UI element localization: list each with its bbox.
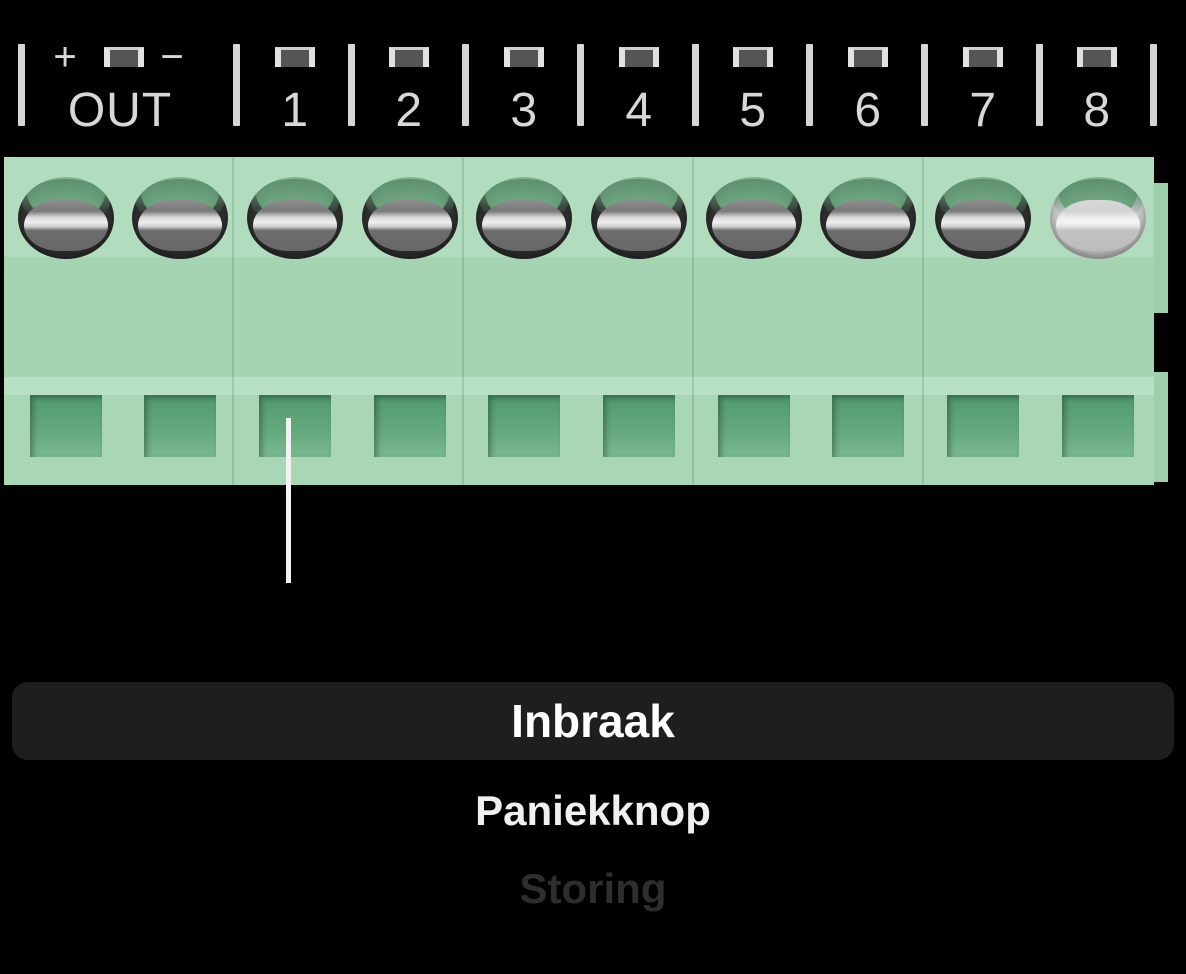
wire-port-2[interactable]: [374, 395, 446, 457]
legend-number-3: 3: [510, 84, 538, 137]
screw-head: [137, 199, 223, 251]
polarity-plus-symbol: +: [53, 35, 77, 79]
terminal-screw-3[interactable]: [476, 177, 572, 259]
picker-option-selected[interactable]: Inbraak: [511, 695, 675, 747]
terminal-screw-7[interactable]: [935, 177, 1031, 259]
terminal-block: [4, 157, 1168, 485]
legend-number-1: 1: [281, 84, 309, 137]
legend-number-4: 4: [625, 84, 653, 137]
legend-number-2: 2: [395, 84, 423, 137]
wire-port-8[interactable]: [1062, 395, 1134, 457]
screw-head: [481, 199, 567, 251]
legend-divider: [921, 44, 928, 126]
screw-head: [596, 199, 682, 251]
terminal-screw-8[interactable]: [1050, 177, 1146, 259]
legend-number-8: 8: [1083, 84, 1111, 137]
terminal-screw-out-plus[interactable]: [18, 177, 114, 259]
legend-divider: [348, 44, 355, 126]
block-band-light: [4, 377, 1154, 395]
wire-port-4[interactable]: [603, 395, 675, 457]
block-seam: [462, 157, 464, 485]
screw-head: [825, 199, 911, 251]
block-mounting-tab: [1154, 183, 1168, 313]
legend-divider: [692, 44, 699, 126]
legend-divider: [1036, 44, 1043, 126]
legend-mark-2: [389, 47, 429, 67]
legend-mark-out: [104, 47, 144, 67]
block-seam: [232, 157, 234, 485]
wire-port-5[interactable]: [718, 395, 790, 457]
terminal-screw-1[interactable]: [247, 177, 343, 259]
screw-head: [940, 199, 1026, 251]
legend-number-7: 7: [969, 84, 997, 137]
wire-port-7[interactable]: [947, 395, 1019, 457]
terminal-screw-5[interactable]: [706, 177, 802, 259]
screw-head: [23, 199, 109, 251]
legend-mark-5: [733, 47, 773, 67]
picker-selection-highlight: [12, 682, 1174, 760]
block-band-middle: [4, 257, 1154, 377]
block-mounting-tab: [1154, 372, 1168, 482]
screw-head: [1055, 199, 1141, 251]
legend-divider: [18, 44, 25, 126]
legend-mark-3: [504, 47, 544, 67]
terminal-screw-2[interactable]: [362, 177, 458, 259]
legend-divider: [806, 44, 813, 126]
wire-port-1[interactable]: [259, 395, 331, 457]
block-seam: [922, 157, 924, 485]
screw-head: [367, 199, 453, 251]
legend-mark-8: [1077, 47, 1117, 67]
block-seam: [692, 157, 694, 485]
zone-type-picker[interactable]: Inbraak Paniekknop Storing: [0, 660, 1186, 974]
terminal-screw-6[interactable]: [820, 177, 916, 259]
legend-mark-6: [848, 47, 888, 67]
picker-option-faded[interactable]: Storing: [519, 865, 667, 912]
legend-mark-7: [963, 47, 1003, 67]
terminal-screw-out-minus[interactable]: [132, 177, 228, 259]
screw-head: [252, 199, 338, 251]
legend-number-6: 6: [854, 84, 882, 137]
terminal-pointer-line: [286, 418, 291, 583]
wire-port-3[interactable]: [488, 395, 560, 457]
legend-mark-4: [619, 47, 659, 67]
wire-port-6[interactable]: [832, 395, 904, 457]
legend-label-out: OUT: [67, 84, 173, 137]
legend-divider: [1150, 44, 1157, 126]
polarity-minus-symbol: −: [160, 35, 184, 79]
picker-option-next[interactable]: Paniekknop: [475, 787, 711, 834]
terminal-legend-strip: + − OUT 1 2 3 4 5 6 7 8: [0, 0, 1186, 157]
wire-port-out-plus[interactable]: [30, 395, 102, 457]
terminal-screw-4[interactable]: [591, 177, 687, 259]
legend-number-5: 5: [739, 84, 767, 137]
legend-divider: [233, 44, 240, 126]
screw-head: [711, 199, 797, 251]
legend-mark-1: [275, 47, 315, 67]
legend-divider: [462, 44, 469, 126]
wire-port-out-minus[interactable]: [144, 395, 216, 457]
legend-divider: [577, 44, 584, 126]
